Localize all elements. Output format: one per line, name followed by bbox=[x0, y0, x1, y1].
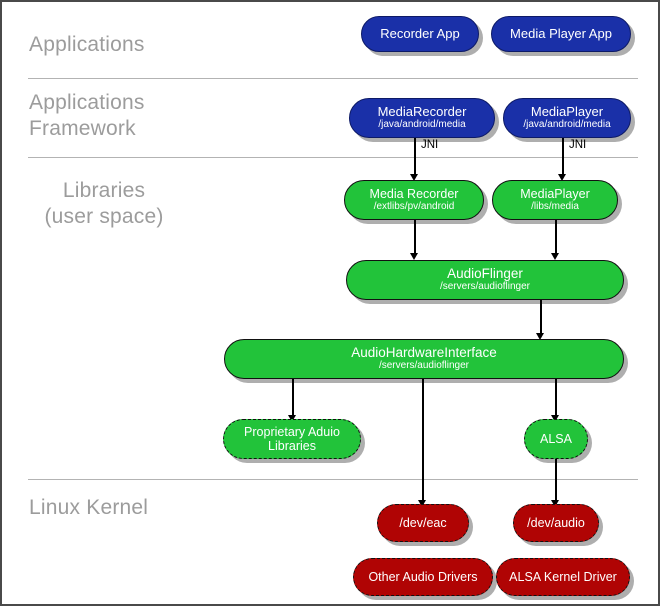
arrowhead-media-recorder-jni bbox=[410, 174, 418, 181]
node-dev-eac[interactable]: /dev/eac bbox=[377, 504, 469, 542]
node-media-player-app[interactable]: Media Player App bbox=[491, 16, 631, 52]
node-other-audio-drivers[interactable]: Other Audio Drivers bbox=[353, 558, 493, 596]
node-recorder-app[interactable]: Recorder App bbox=[361, 16, 479, 52]
layer-label-libraries: Libraries (user space) bbox=[44, 179, 164, 228]
node-media-player-library-path: /libs/media bbox=[531, 201, 579, 212]
node-media-recorder-framework[interactable]: MediaRecorder /java/android/media bbox=[349, 98, 495, 138]
node-dev-audio[interactable]: /dev/audio bbox=[513, 504, 599, 542]
node-media-player-library[interactable]: MediaPlayer /libs/media bbox=[492, 180, 618, 220]
node-audio-flinger-path: /servers/audioflinger bbox=[439, 281, 531, 292]
node-recorder-app-title: Recorder App bbox=[380, 26, 460, 41]
node-dev-audio-title: /dev/audio bbox=[527, 516, 585, 530]
layer-label-linux-kernel: Linux Kernel bbox=[29, 496, 149, 519]
connector-audioflinger-to-audiohardwareinterface bbox=[540, 300, 542, 335]
connector-alsa-to-dev-audio bbox=[555, 459, 557, 502]
node-media-player-framework-path: /java/android/media bbox=[523, 119, 611, 130]
node-media-player-app-title: Media Player App bbox=[510, 26, 612, 41]
divider-framework bbox=[28, 157, 638, 158]
connector-media-recorder-jni bbox=[414, 138, 416, 177]
divider-applications bbox=[28, 78, 638, 79]
layer-label-applications: Applications bbox=[29, 33, 145, 56]
node-audio-flinger-title: AudioFlinger bbox=[447, 266, 523, 281]
arrowhead-media-player-to-audioflinger bbox=[551, 253, 559, 260]
connector-media-player-to-audioflinger bbox=[555, 220, 557, 255]
node-media-recorder-library[interactable]: Media Recorder /extlibs/pv/android bbox=[344, 180, 484, 220]
arrowhead-audioflinger-to-audiohardwareinterface bbox=[536, 333, 544, 340]
connector-ahi-to-alsa bbox=[555, 379, 557, 417]
connector-media-player-jni bbox=[562, 138, 564, 177]
node-proprietary-audio-libraries-subtitle: Libraries bbox=[268, 439, 316, 453]
arrowhead-media-recorder-to-audioflinger bbox=[410, 253, 418, 260]
connector-media-recorder-to-audioflinger bbox=[414, 220, 416, 255]
node-proprietary-audio-libraries-title: Proprietary Aduio bbox=[244, 425, 340, 439]
node-media-player-framework[interactable]: MediaPlayer /java/android/media bbox=[503, 98, 631, 138]
node-dev-eac-title: /dev/eac bbox=[399, 516, 447, 530]
node-alsa[interactable]: ALSA bbox=[524, 419, 588, 459]
connector-ahi-to-dev-eac bbox=[422, 379, 424, 502]
node-media-recorder-library-title: Media Recorder bbox=[369, 187, 459, 201]
node-proprietary-audio-libraries[interactable]: Proprietary Aduio Libraries bbox=[223, 419, 361, 459]
node-media-recorder-library-path: /extlibs/pv/android bbox=[373, 201, 455, 212]
node-alsa-title: ALSA bbox=[540, 432, 572, 446]
edge-label-jni-player: JNI bbox=[569, 139, 587, 151]
node-media-recorder-framework-path: /java/android/media bbox=[378, 119, 466, 130]
divider-libraries bbox=[28, 479, 638, 480]
node-other-audio-drivers-title: Other Audio Drivers bbox=[368, 570, 478, 584]
node-media-player-library-title: MediaPlayer bbox=[520, 187, 590, 201]
connector-ahi-to-proprietary-libs bbox=[292, 379, 294, 417]
node-media-player-framework-title: MediaPlayer bbox=[530, 104, 604, 119]
layer-label-applications-framework: Applications Framework bbox=[29, 91, 145, 140]
node-audio-flinger[interactable]: AudioFlinger /servers/audioflinger bbox=[346, 260, 624, 300]
node-alsa-kernel-driver[interactable]: ALSA Kernel Driver bbox=[496, 558, 630, 596]
node-alsa-kernel-driver-title: ALSA Kernel Driver bbox=[509, 570, 617, 584]
node-audio-hardware-interface-title: AudioHardwareInterface bbox=[351, 345, 497, 360]
edge-label-jni-recorder: JNI bbox=[421, 139, 439, 151]
node-media-recorder-framework-title: MediaRecorder bbox=[377, 104, 467, 119]
node-audio-hardware-interface-path: /servers/audioflinger bbox=[378, 360, 470, 371]
node-audio-hardware-interface[interactable]: AudioHardwareInterface /servers/audiofli… bbox=[224, 339, 624, 379]
arrowhead-media-player-jni bbox=[558, 174, 566, 181]
